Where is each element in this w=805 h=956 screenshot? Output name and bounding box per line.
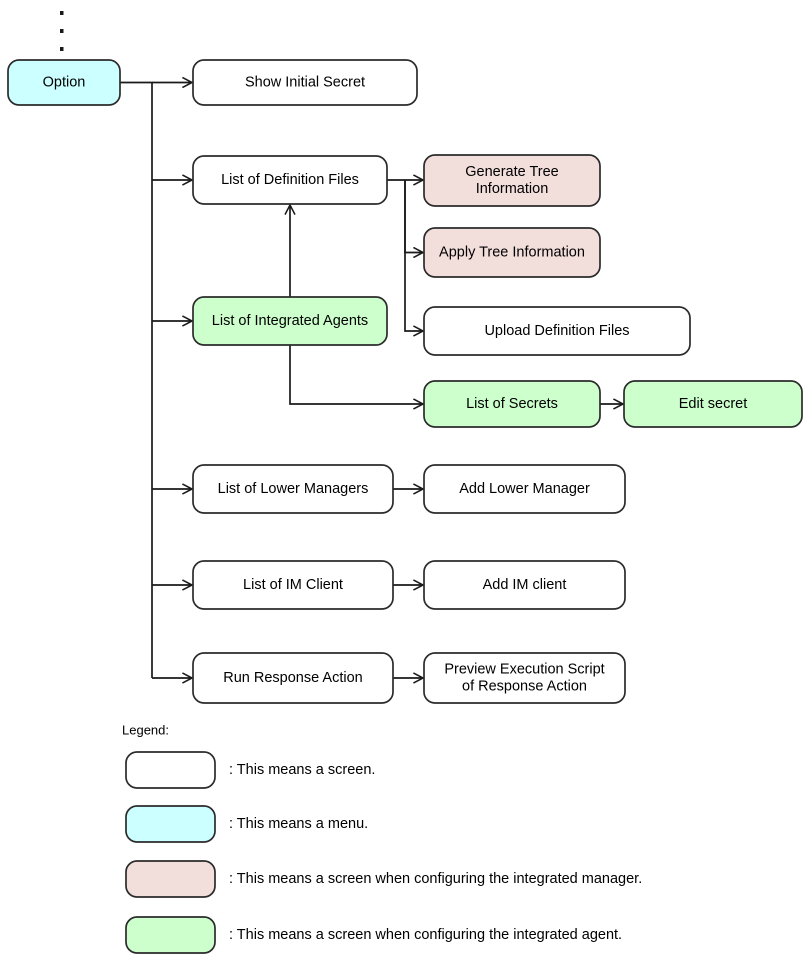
edge-int-agents-to-secrets <box>289 321 423 404</box>
node-edit-secret[interactable]: Edit secret <box>623 380 803 428</box>
node-shape-agent-screen <box>623 380 803 428</box>
legend-swatch-agent-screen <box>125 916 216 954</box>
node-label: Upload Definition Files <box>484 323 629 339</box>
node-shape-screen <box>423 560 626 610</box>
node-label: Apply Tree Information <box>439 244 585 260</box>
node-lower-managers[interactable]: List of Lower Managers <box>192 464 394 514</box>
edge-option-trunk <box>120 81 153 678</box>
node-secrets[interactable]: List of Secrets <box>423 380 601 428</box>
node-label: Show Initial Secret <box>245 74 365 90</box>
node-show-initial[interactable]: Show Initial Secret <box>192 59 418 106</box>
node-label: Information <box>476 181 549 197</box>
legend-item-label: : This means a screen when configuring t… <box>229 871 642 887</box>
node-label: Option <box>43 74 86 90</box>
vertical-ellipsis-icon <box>60 11 64 51</box>
node-label: List of Lower Managers <box>218 481 369 497</box>
node-label: List of IM Client <box>243 577 343 593</box>
legend-menu: : This means a menu. <box>125 805 368 843</box>
node-shape-screen <box>423 464 626 514</box>
node-def-files[interactable]: List of Definition Files <box>192 155 388 205</box>
legend-item-label: : This means a menu. <box>229 816 368 832</box>
legend-screen: : This means a screen. <box>125 751 375 789</box>
legend-item-label: : This means a screen. <box>229 762 375 778</box>
edge-def-files-to-upload-def <box>404 180 423 331</box>
legend-swatch-menu <box>125 805 216 843</box>
node-shape-screen <box>192 652 394 704</box>
node-label: of Response Action <box>462 678 587 694</box>
node-shape-screen <box>192 155 388 205</box>
node-upload-def[interactable]: Upload Definition Files <box>423 306 691 356</box>
legend-manager-screen: : This means a screen when configuring t… <box>125 860 642 898</box>
node-label: List of Definition Files <box>221 172 359 188</box>
node-label: Run Response Action <box>223 670 362 686</box>
node-label: Preview Execution Script <box>444 661 604 677</box>
node-label: Add Lower Manager <box>459 481 590 497</box>
node-option[interactable]: Option <box>7 59 121 106</box>
node-shape-agent-screen <box>423 380 601 428</box>
edge-def-files-to-apply-tree <box>404 180 423 253</box>
node-apply-tree[interactable]: Apply Tree Information <box>423 227 601 278</box>
legend: Legend:: This means a screen.: This mean… <box>122 722 642 954</box>
legend-heading: Legend: <box>122 722 169 737</box>
node-int-agents[interactable]: List of Integrated Agents <box>192 296 388 346</box>
node-shape-screen <box>192 560 394 610</box>
node-add-lower-manager[interactable]: Add Lower Manager <box>423 464 626 514</box>
legend-agent-screen: : This means a screen when configuring t… <box>125 916 622 954</box>
node-label: List of Integrated Agents <box>212 313 368 329</box>
node-shape-manager-screen <box>423 154 601 207</box>
node-shape-agent-screen <box>192 296 388 346</box>
node-shape-screen <box>192 59 418 106</box>
node-shape-screen <box>192 464 394 514</box>
node-label: List of Secrets <box>466 396 558 412</box>
node-label: Add IM client <box>483 577 567 593</box>
node-label: Generate Tree <box>465 164 559 180</box>
node-shape-manager-screen <box>423 227 601 278</box>
legend-item-label: : This means a screen when configuring t… <box>229 927 622 943</box>
legend-swatch-screen <box>125 751 216 789</box>
node-shape-screen <box>423 652 626 704</box>
node-im-client[interactable]: List of IM Client <box>192 560 394 610</box>
node-label: Edit secret <box>679 396 748 412</box>
node-run-response[interactable]: Run Response Action <box>192 652 394 704</box>
legend-swatch-manager-screen <box>125 860 216 898</box>
node-shape-screen <box>423 306 691 356</box>
node-add-im-client[interactable]: Add IM client <box>423 560 626 610</box>
node-shape-menu <box>7 59 121 106</box>
